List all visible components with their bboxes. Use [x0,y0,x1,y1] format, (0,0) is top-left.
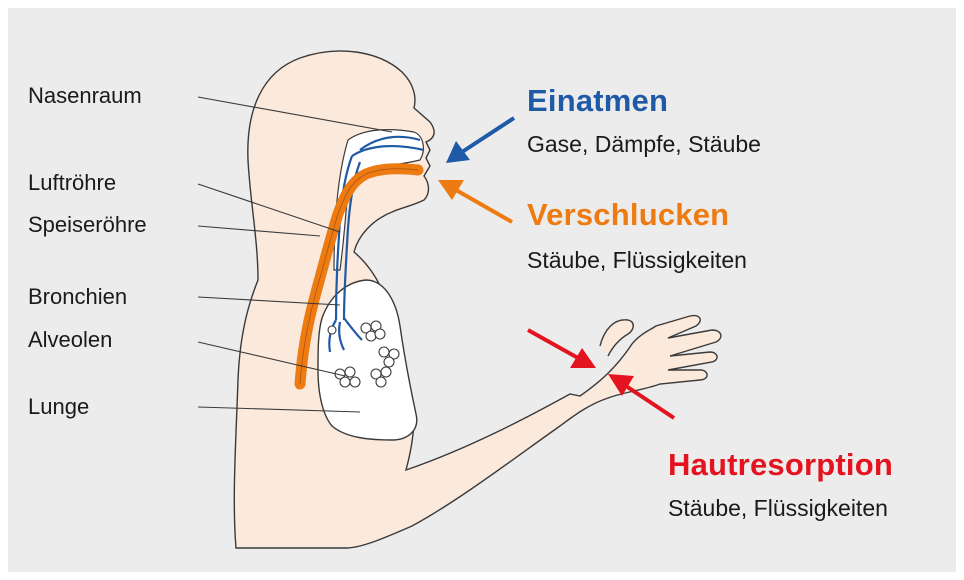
label-esophagus: Speiseröhre [28,212,147,238]
skin-arrow-upper [528,330,596,368]
route-skin-desc: Stäube, Flüssigkeiten [668,494,888,522]
route-inhalation-desc: Gase, Dämpfe, Stäube [527,130,761,158]
route-ingestion-title: Verschlucken [527,198,729,232]
lung-outline [318,280,417,440]
label-alveoli: Alveolen [28,327,112,353]
label-trachea: Luftröhre [28,170,116,196]
inhalation-arrow [446,118,514,163]
route-inhalation-title: Einatmen [527,84,668,118]
route-ingestion-desc: Stäube, Flüssigkeiten [527,246,747,274]
label-lung: Lunge [28,394,89,420]
label-bronchi: Bronchien [28,284,127,310]
body-silhouette [234,51,721,548]
route-skin-title: Hautresorption [668,448,893,482]
label-nasal-cavity: Nasenraum [28,83,142,109]
ingestion-arrow [438,180,512,222]
